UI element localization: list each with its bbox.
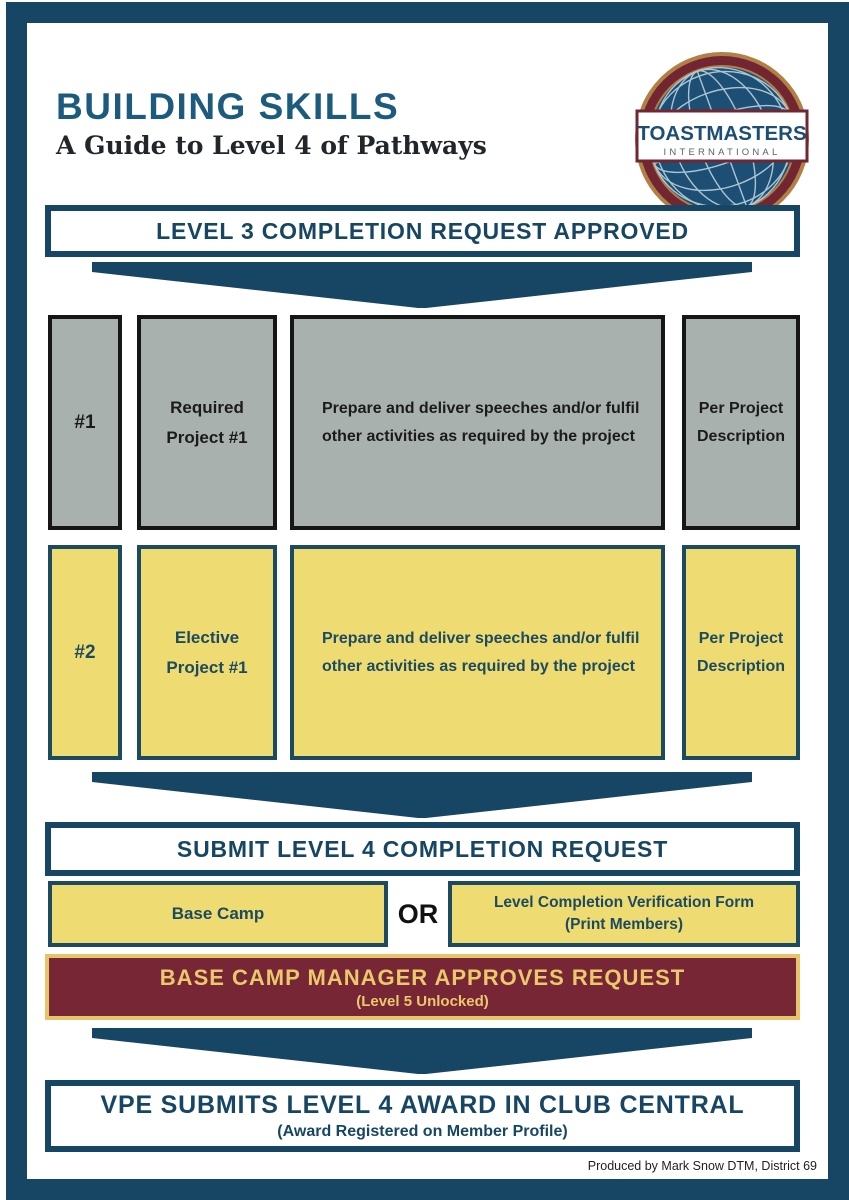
submission-options-row: Base Camp OR Level Completion Verificati… (48, 881, 800, 947)
elective-project-row: #2 Elective Project #1 Prepare and deliv… (48, 545, 800, 760)
vpe-submits-banner: VPE SUBMITS LEVEL 4 AWARD IN CLUB CENTRA… (45, 1080, 800, 1152)
down-arrow-icon (92, 1028, 752, 1074)
logo-subtext: INTERNATIONAL (664, 147, 781, 158)
page-subtitle: A Guide to Level 4 of Pathways (56, 131, 487, 160)
producer-credit: Produced by Mark Snow DTM, District 69 (577, 1153, 827, 1178)
row-project-cell: Required Project #1 (137, 315, 277, 530)
row-number-cell: #1 (48, 315, 122, 530)
row-task-cell: Prepare and deliver speeches and/or fulf… (290, 545, 665, 760)
page-border-frame (6, 2, 849, 1200)
task-line-1: Prepare and deliver speeches and/or fulf… (322, 399, 640, 417)
submit-level4-banner: SUBMIT LEVEL 4 COMPLETION REQUEST (45, 822, 800, 876)
task-line-2: other activities as required by the proj… (322, 427, 635, 445)
vpe-submits-label: VPE SUBMITS LEVEL 4 AWARD IN CLUB CENTRA… (100, 1091, 745, 1119)
logo-wordmark: TOASTMASTERS (637, 122, 806, 145)
toastmasters-logo-icon: TOASTMASTERS INTERNATIONAL (633, 50, 811, 228)
row-project-cell: Elective Project #1 (137, 545, 277, 760)
manager-approves-banner: BASE CAMP MANAGER APPROVES REQUEST (Leve… (45, 954, 800, 1020)
task-line-1: Prepare and deliver speeches and/or fulf… (322, 629, 640, 647)
down-arrow-icon (92, 772, 752, 818)
submit-level4-label: SUBMIT LEVEL 4 COMPLETION REQUEST (176, 835, 669, 862)
row-number-cell: #2 (48, 545, 122, 760)
row-duration-cell: Per Project Description (682, 315, 800, 530)
down-arrow-icon (92, 262, 752, 308)
verification-form-option: Level Completion Verification Form (Prin… (448, 881, 800, 947)
level3-approved-label: LEVEL 3 COMPLETION REQUEST APPROVED (156, 217, 689, 244)
row-task-cell: Prepare and deliver speeches and/or fulf… (290, 315, 665, 530)
verification-form-line-2: (Print Members) (565, 916, 683, 933)
or-connector-label: OR (397, 898, 439, 929)
header: BUILDING SKILLS A Guide to Level 4 of Pa… (56, 86, 487, 160)
verification-form-line-1: Level Completion Verification Form (493, 894, 755, 912)
row-duration-cell: Per Project Description (682, 545, 800, 760)
task-line-2: other activities as required by the proj… (322, 657, 635, 675)
level3-approved-banner: LEVEL 3 COMPLETION REQUEST APPROVED (45, 205, 800, 257)
page-title: BUILDING SKILLS (56, 86, 400, 127)
award-registered-label: (Award Registered on Member Profile) (277, 1123, 568, 1140)
manager-approves-label: BASE CAMP MANAGER APPROVES REQUEST (159, 964, 686, 990)
level5-unlocked-label: (Level 5 Unlocked) (356, 992, 489, 1010)
required-project-row: #1 Required Project #1 Prepare and deliv… (48, 315, 800, 530)
base-camp-option: Base Camp (48, 881, 388, 947)
